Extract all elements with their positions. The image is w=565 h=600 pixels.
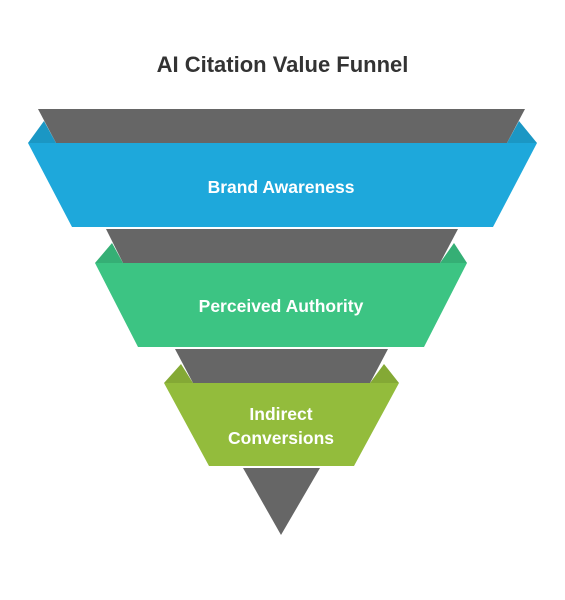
- stage-label-indirect-line1: Indirect: [249, 404, 312, 424]
- funnel-stage-perceived-authority: [95, 263, 467, 347]
- funnel-band-1-left-flap: [28, 121, 56, 143]
- stage-label-indirect-line2: Conversions: [228, 428, 334, 448]
- funnel-band-3-left-flap: [164, 364, 193, 383]
- funnel-band-2-left-flap: [95, 243, 123, 263]
- funnel-band-1-back: [38, 109, 525, 143]
- funnel-band-2-back: [106, 229, 458, 263]
- stage-label-brand-awareness: Brand Awareness: [208, 177, 355, 197]
- funnel-band-3-right-flap: [370, 364, 399, 383]
- funnel-tip: [243, 468, 320, 535]
- funnel-band-2-right-flap: [440, 243, 467, 263]
- stage-label-perceived-authority: Perceived Authority: [199, 296, 364, 316]
- funnel-band-1-right-flap: [507, 121, 537, 143]
- funnel-band-3-back: [175, 349, 388, 383]
- funnel-stage-indirect-conversions: [164, 383, 399, 466]
- funnel-stage-brand-awareness: [28, 143, 537, 227]
- diagram-title: AI Citation Value Funnel: [156, 52, 409, 77]
